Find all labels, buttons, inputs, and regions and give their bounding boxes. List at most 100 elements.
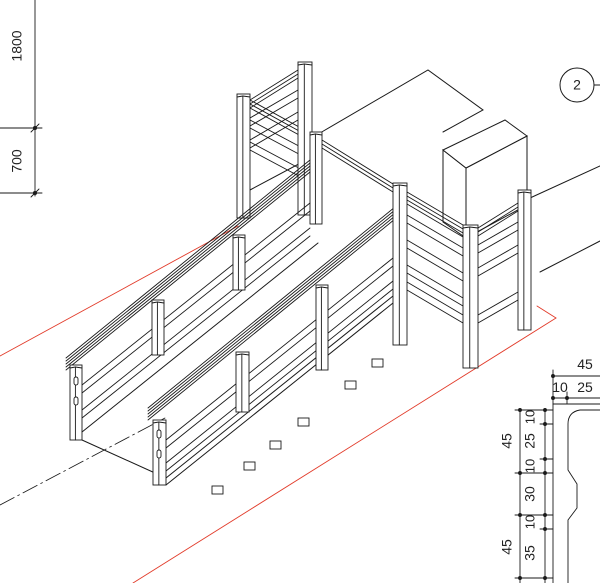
post-slot [73, 376, 79, 386]
landing-deck-edge [406, 281, 464, 316]
post-cap [517, 191, 525, 194]
post-cap [151, 301, 158, 304]
deck-edge [81, 439, 167, 479]
post [392, 182, 408, 346]
handrail-line [477, 206, 519, 233]
deck-edge [165, 295, 394, 479]
handrail-line [406, 191, 464, 226]
profile-height-part-4: 30 [522, 486, 538, 502]
center-line-segment [0, 417, 166, 506]
post-cap [523, 191, 532, 194]
joist-block [344, 380, 357, 390]
handrail-line [477, 210, 519, 237]
handrail-line [65, 162, 311, 362]
section-line [536, 305, 557, 319]
utility-box [442, 119, 528, 239]
dimension-dot [543, 457, 547, 461]
dimension-dot [543, 408, 547, 412]
rail-board-line [249, 89, 299, 119]
landing-deck-edge [406, 289, 464, 324]
dimension-dot [543, 471, 547, 475]
handrail-line [321, 147, 394, 193]
post-cap [74, 366, 83, 369]
rail-board-line [477, 244, 519, 269]
walkway-edge [539, 240, 600, 273]
post-cap [156, 301, 165, 304]
post [232, 234, 246, 291]
post-cap [398, 184, 408, 187]
post-cap [314, 133, 323, 136]
post [315, 284, 329, 371]
post-cap [315, 286, 322, 289]
handrail-line [147, 218, 396, 421]
dimension-dot [32, 190, 38, 196]
ramp-far-railing [65, 159, 311, 441]
profile-height-part-2: 25 [522, 433, 538, 449]
rail-board-line [165, 257, 394, 441]
center-line [0, 417, 166, 506]
profile-height-lower-total: 45 [499, 539, 515, 555]
rail-board-line [165, 280, 394, 464]
profile-height-part-3: 10 [522, 459, 537, 473]
handrail-line [406, 199, 464, 234]
box-top-face [442, 119, 528, 169]
profile-height-part-6: 35 [522, 545, 538, 561]
rail-board-line [81, 202, 311, 386]
section-line [0, 225, 239, 357]
handrail-line [406, 195, 464, 230]
dimension-dot [518, 513, 522, 517]
post-cap [237, 236, 246, 239]
profile-width-total: 45 [577, 356, 593, 372]
height-dimension-lines [0, 0, 43, 198]
under-deck-joists [211, 358, 384, 495]
joist-block [297, 417, 310, 427]
rail-board-line [477, 229, 519, 254]
post-cap [235, 353, 243, 356]
handrail-line [406, 203, 464, 238]
dimension-dot [543, 527, 547, 531]
rail-board-line [165, 288, 394, 472]
post-cap [232, 236, 239, 239]
section-line [132, 317, 557, 583]
handrail-line [147, 206, 396, 409]
detail-callout-number: 2 [573, 77, 581, 93]
profile-outline [567, 409, 600, 583]
handrail-line [65, 159, 311, 359]
handrail-line [147, 209, 396, 412]
handrail-line [147, 212, 396, 415]
profile-width-part-1: 10 [552, 379, 568, 395]
ramp-near-railing [147, 206, 396, 486]
post-slot [73, 396, 79, 406]
post [236, 93, 251, 219]
profile-height-part-1: 10 [522, 410, 537, 424]
rail-board-line [406, 264, 464, 299]
dimension-dot [518, 471, 522, 475]
handrail-line [65, 168, 311, 368]
handrail-line [65, 171, 311, 371]
deck-edge [165, 302, 394, 486]
rail-board-line [477, 221, 519, 246]
post [517, 189, 532, 331]
rail-board-line [165, 265, 394, 449]
dimension-dot [543, 576, 547, 580]
post-cap [309, 133, 316, 136]
rail-board-line [81, 210, 311, 394]
slab-outline [319, 69, 484, 134]
post-cap [69, 366, 76, 369]
joist-block [243, 461, 256, 471]
joist-block [211, 485, 224, 495]
handrail-line [249, 77, 299, 109]
back-landing-railing [236, 61, 394, 225]
rail-board-line [249, 119, 299, 149]
post-cap [297, 63, 305, 66]
profile-height-part-5: 10 [522, 515, 537, 529]
post-cap [320, 286, 329, 289]
post-slot [156, 449, 162, 459]
dimension-700: 700 [9, 149, 25, 173]
post [235, 351, 250, 413]
walkway-edge [529, 165, 600, 199]
post [462, 224, 479, 369]
handrail-line [65, 165, 311, 365]
rail-board-line [249, 111, 299, 141]
dimension-dot [565, 396, 569, 400]
